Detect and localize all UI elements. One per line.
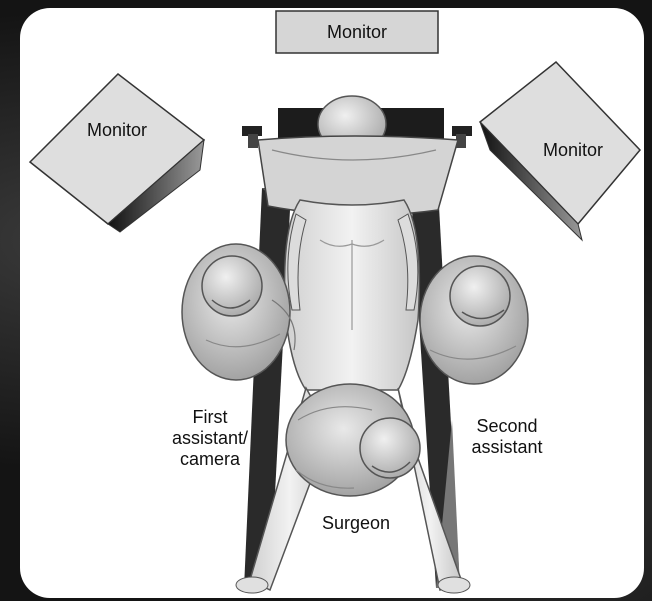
first-assistant-line2: assistant/ bbox=[160, 428, 260, 449]
surgeon-label: Surgeon bbox=[306, 513, 406, 534]
second-assistant-line2: assistant bbox=[452, 437, 562, 458]
first-assistant-line3: camera bbox=[160, 449, 260, 470]
monitor-right-label: Monitor bbox=[528, 140, 618, 161]
first-assistant-line1: First bbox=[160, 407, 260, 428]
second-assistant-line1: Second bbox=[452, 416, 562, 437]
second-assistant-label: Second assistant bbox=[452, 416, 562, 458]
monitor-top-label: Monitor bbox=[276, 22, 438, 43]
second-assistant-figure bbox=[420, 256, 528, 384]
monitor-left-label: Monitor bbox=[72, 120, 162, 141]
first-assistant-label: First assistant/ camera bbox=[160, 407, 260, 470]
